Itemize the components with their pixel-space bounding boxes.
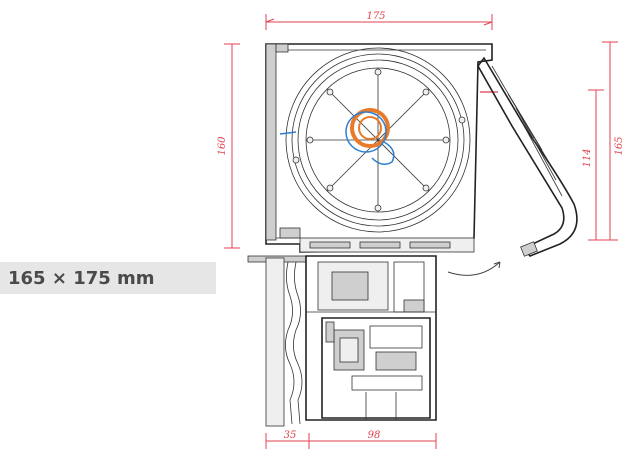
- dim-label-bottom-right: 98: [368, 430, 381, 441]
- slat-guide-arm: [477, 56, 578, 257]
- roller-drum: [285, 47, 471, 233]
- dim-label-top: 175: [366, 11, 385, 22]
- shaft: [279, 108, 395, 165]
- dim-label-left: 160: [217, 136, 228, 156]
- dim-label-right-inner: 114: [582, 148, 593, 167]
- size-label: 165 × 175 mm: [8, 267, 155, 289]
- dim-label-bottom-left: 35: [284, 430, 297, 441]
- dim-label-right-outer: 165: [614, 136, 625, 155]
- size-badge: 165 × 175 mm: [0, 262, 216, 294]
- opening-arrow: [447, 261, 501, 276]
- dimension-lines: [224, 14, 618, 449]
- window-frame-profile: [265, 255, 437, 427]
